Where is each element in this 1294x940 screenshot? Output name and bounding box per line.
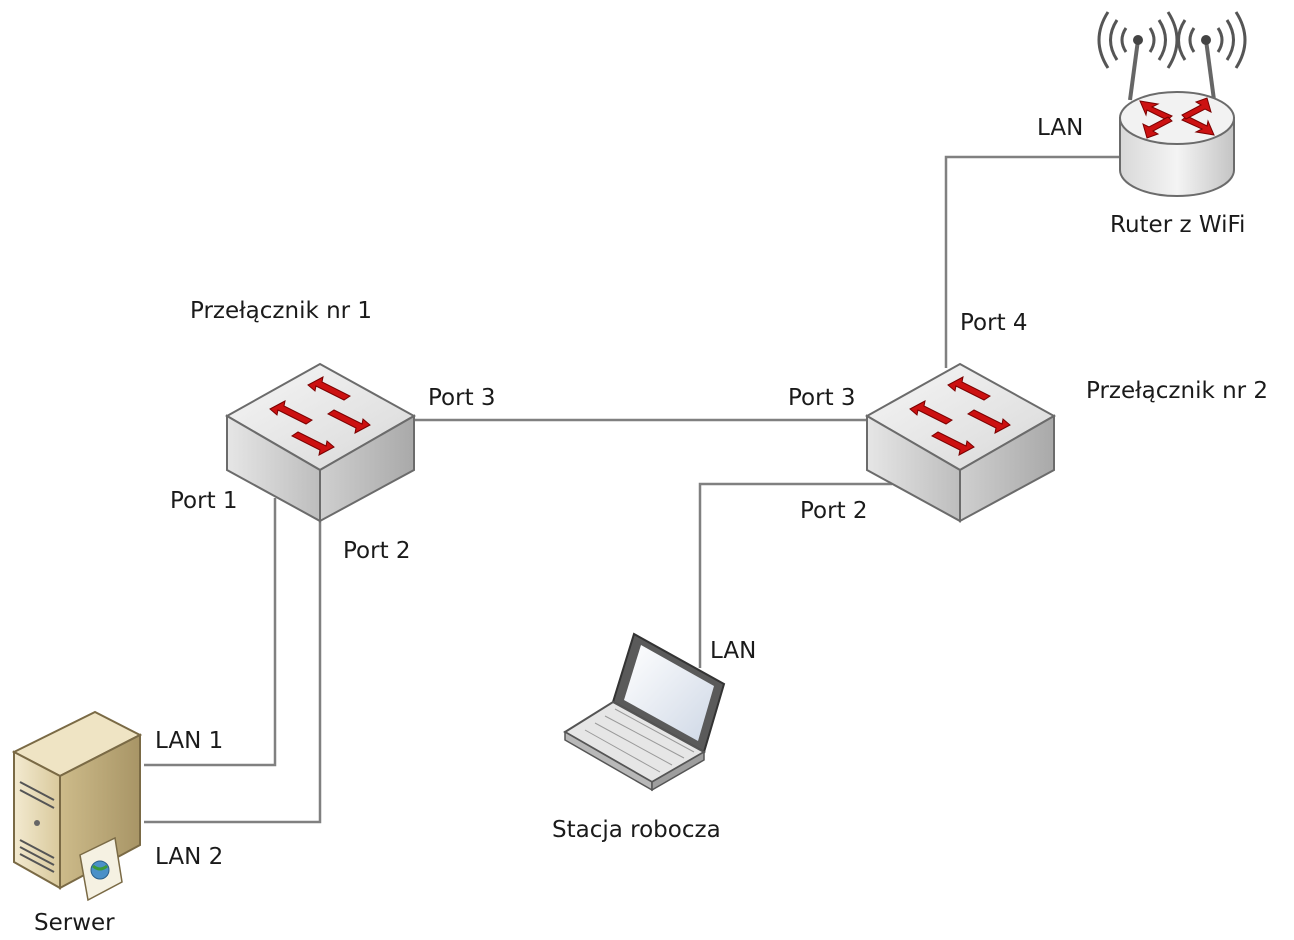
switch-2-port-2-label: Port 2 <box>800 498 868 524</box>
switch-1-icon <box>224 362 417 523</box>
switch-1-port-3-label: Port 3 <box>428 385 496 411</box>
switch-2-port-3-label: Port 3 <box>788 385 856 411</box>
router-label: Ruter z WiFi <box>1110 212 1246 238</box>
switch-2-icon <box>864 362 1057 523</box>
server-lan-1-label: LAN 1 <box>155 728 224 754</box>
cable-server-lan2 <box>144 520 322 824</box>
switch-2-label: Przełącznik nr 2 <box>1086 378 1269 404</box>
cable-server-lan1 <box>144 498 277 767</box>
switch-1-port-1-label: Port 1 <box>170 488 238 514</box>
server-icon <box>11 710 143 902</box>
server-label: Serwer <box>34 910 115 936</box>
switch-1-port-2-label: Port 2 <box>343 538 411 564</box>
switch-2-port-4-label: Port 4 <box>960 310 1028 336</box>
cable-switch2-workstation <box>698 482 892 668</box>
workstation-label: Stacja robocza <box>552 817 721 843</box>
workstation-lan-label: LAN <box>710 638 757 664</box>
laptop-icon <box>563 632 726 792</box>
server-lan-2-label: LAN 2 <box>155 844 224 870</box>
cable-switch2-router <box>944 155 1122 368</box>
router-lan-label: LAN <box>1037 115 1084 141</box>
cables <box>144 155 1122 824</box>
switch-1-label: Przełącznik nr 1 <box>190 298 373 324</box>
router-icon <box>1097 11 1247 197</box>
